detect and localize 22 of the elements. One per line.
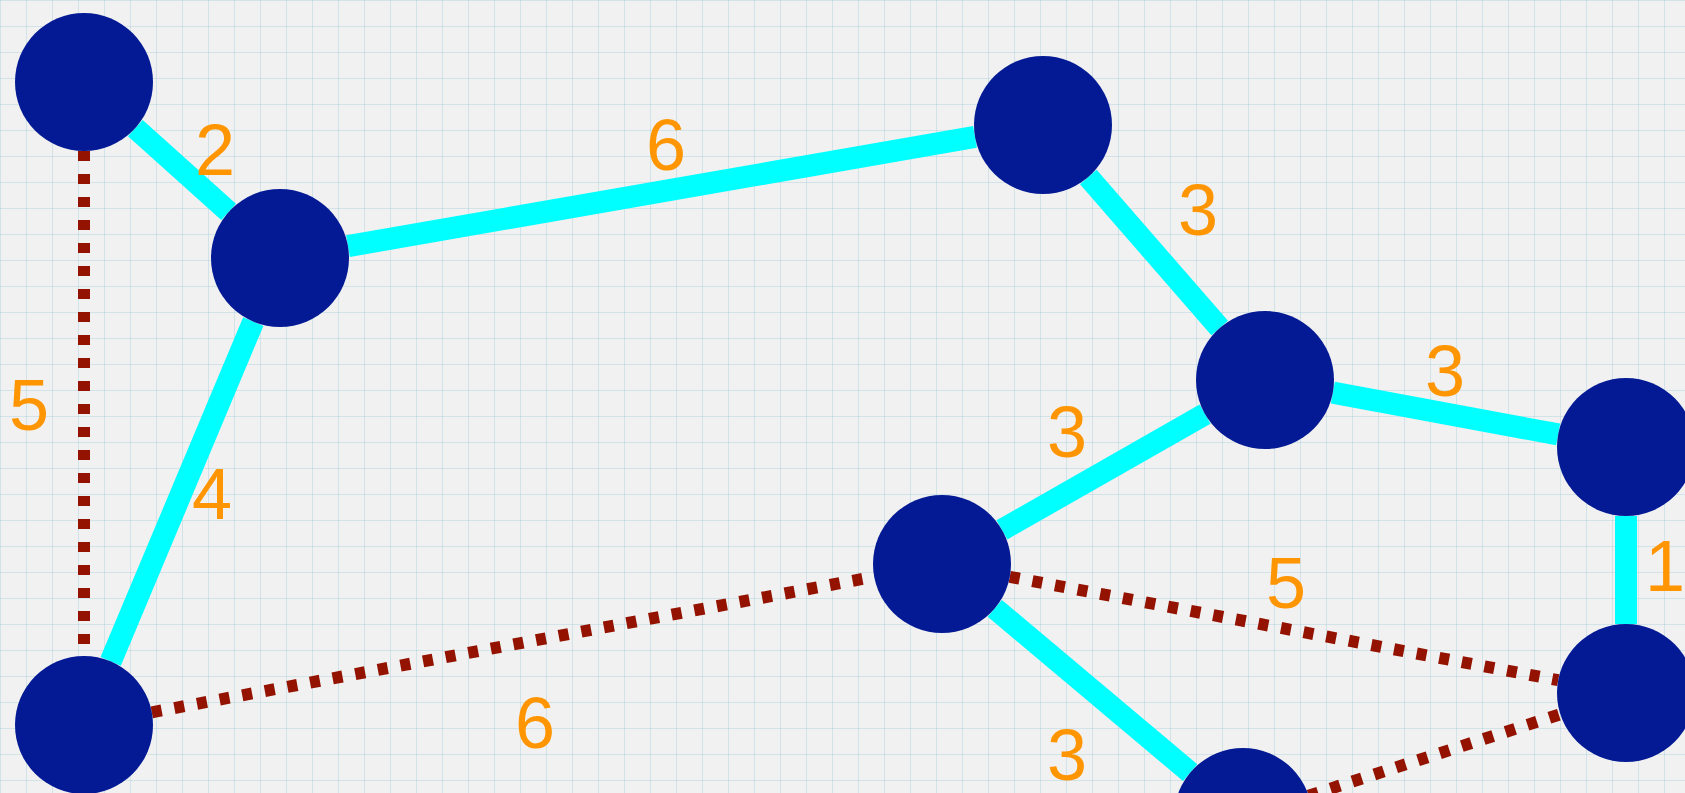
edge-label: 6 <box>646 109 686 181</box>
connector-line <box>1615 516 1637 624</box>
connector-line <box>987 600 1198 781</box>
dashed-line <box>1008 570 1560 687</box>
edge-label: 1 <box>1645 530 1685 602</box>
connector-line <box>346 126 977 257</box>
connector-line <box>1330 381 1561 446</box>
connector-line <box>127 119 237 221</box>
edge-label: 4 <box>192 458 232 530</box>
circle-node <box>1557 624 1685 762</box>
dashed-line <box>1306 708 1563 793</box>
edge-label: 5 <box>9 369 49 441</box>
connector-line <box>1080 169 1228 336</box>
edge-label: 3 <box>1425 335 1465 407</box>
connector-line <box>996 404 1211 540</box>
edge-label: 3 <box>1047 719 1087 791</box>
edge-label: 3 <box>1178 174 1218 246</box>
edge-label: 3 <box>1047 396 1087 468</box>
edge-label: 2 <box>195 114 235 186</box>
connector-line <box>100 317 264 666</box>
edge-label: 5 <box>1266 547 1306 619</box>
edge-label: 6 <box>515 687 555 759</box>
